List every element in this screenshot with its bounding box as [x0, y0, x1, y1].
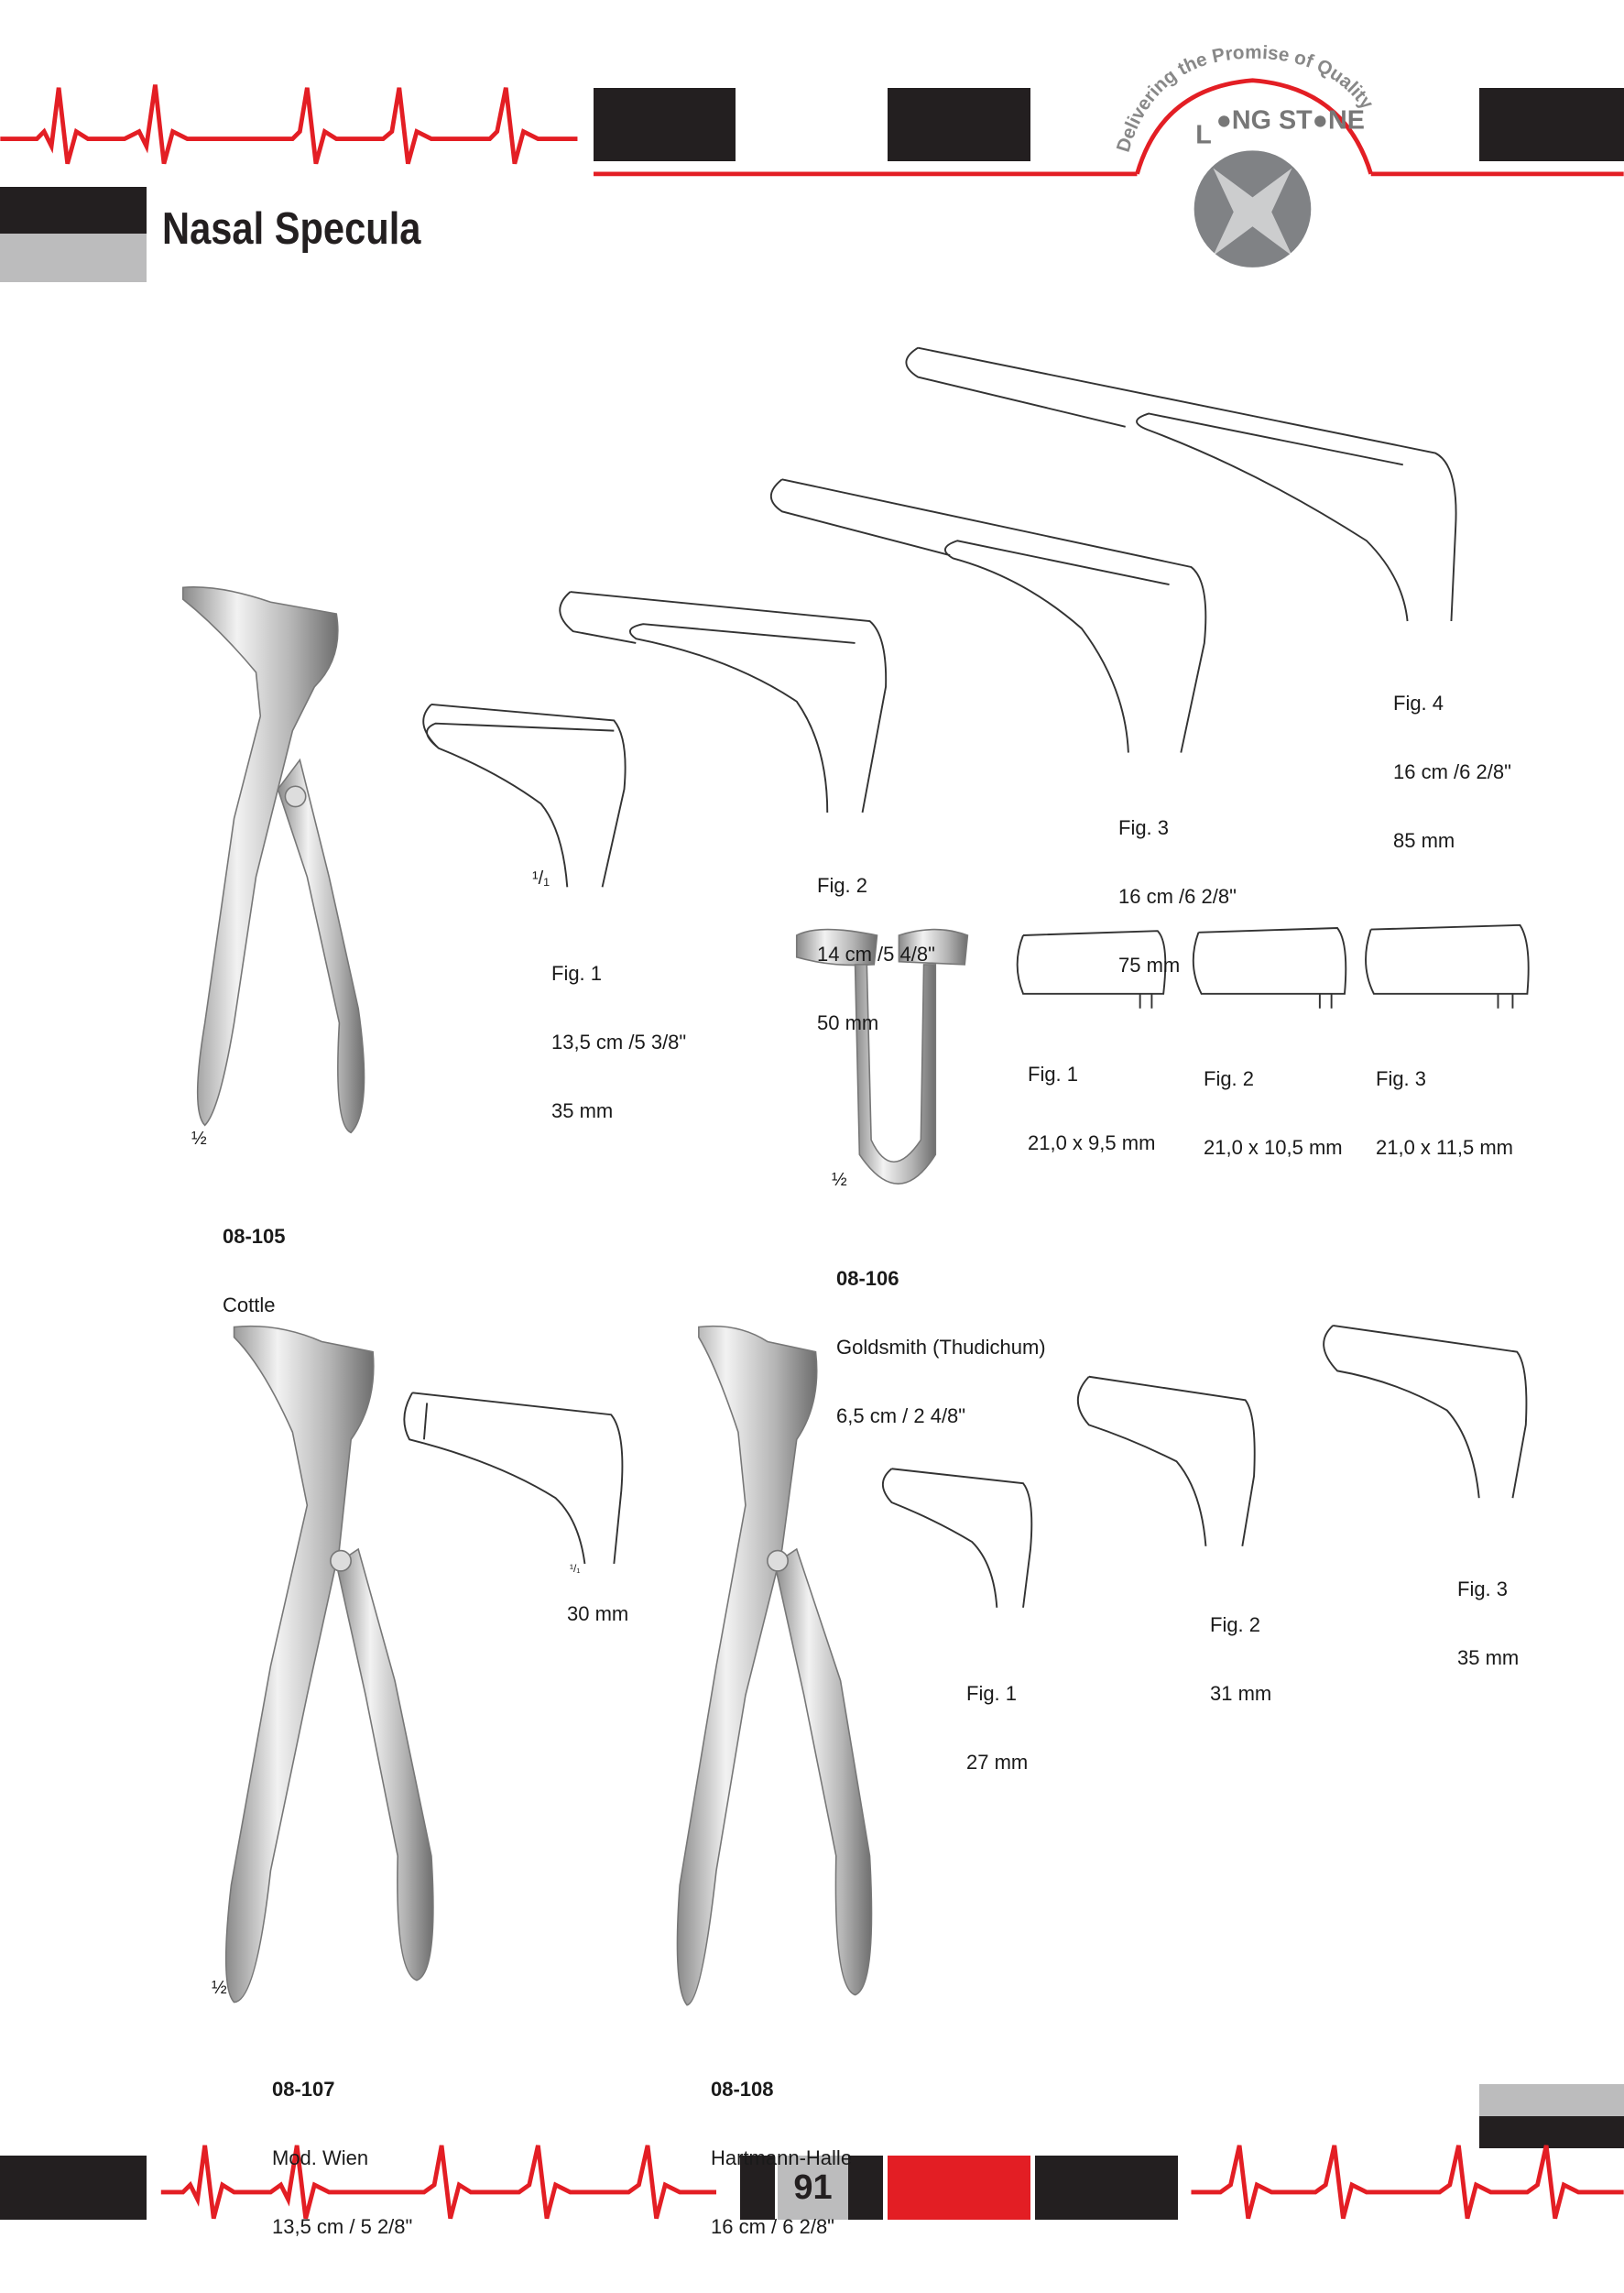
fig-label: Fig. 3	[1457, 1578, 1509, 1600]
fig-label: Fig. 3	[1376, 1067, 1427, 1090]
ecg-line-bottom	[160, 2145, 1624, 2220]
length-label: 75 mm	[1118, 954, 1181, 977]
instrument-08-107	[224, 1325, 434, 2004]
blade-08-108-fig2	[1077, 1375, 1256, 1546]
product-code: 08-107	[272, 2078, 335, 2101]
product-08-107: 08-107 Mod. Wien 13,5 cm / 5 2/8"	[272, 2032, 412, 2261]
title-bar-gray	[0, 234, 147, 282]
size-label: 21,0 x 10,5 mm	[1204, 1136, 1343, 1159]
blade-label-fig1: Fig. 1 27 mm	[966, 1636, 1028, 1796]
fig-label: Fig. 2	[817, 874, 868, 897]
footer-bar-red	[888, 2156, 1030, 2220]
scale-label: ¹/₁	[532, 868, 550, 889]
header-bar-1	[594, 88, 736, 161]
product-code: 08-105	[223, 1225, 286, 1248]
length-label: 35 mm	[551, 1099, 614, 1122]
footer-bar-b	[848, 2156, 883, 2220]
blade-08-108-fig3	[1323, 1324, 1528, 1499]
scale-label: ½	[212, 1978, 227, 1998]
instrument-08-108	[676, 1325, 873, 2006]
blade-08-106-fig2	[1192, 927, 1347, 1009]
scale-label: ¹/₁	[570, 1562, 581, 1575]
size-label: 14 cm /5 4/8"	[817, 943, 935, 966]
length-label: 50 mm	[817, 1011, 879, 1034]
fig-label: Fig. 4	[1393, 692, 1444, 715]
blade-label-fig1: Fig. 1 13,5 cm /5 3/8" 35 mm	[551, 916, 686, 1145]
product-name: Goldsmith (Thudichum)	[836, 1336, 1046, 1359]
fig-label: Fig. 2	[1210, 1613, 1261, 1636]
logo-arch	[1135, 78, 1373, 175]
blade-length: 30 mm	[567, 1602, 629, 1625]
product-size: 13,5 cm / 5 2/8"	[272, 2215, 413, 2238]
blade-label-fig4: Fig. 4 16 cm /6 2/8" 85 mm	[1393, 646, 1511, 875]
scale-label: ½	[191, 1129, 207, 1149]
size-label: 21,0 x 11,5 mm	[1376, 1136, 1513, 1159]
length-label: 27 mm	[966, 1751, 1029, 1774]
footer-bar-a	[740, 2156, 775, 2220]
blade-08-108-fig1	[881, 1468, 1033, 1608]
blade-08-105-fig4	[905, 346, 1457, 622]
instrument-08-105	[181, 586, 365, 1134]
footer-bar-c	[1035, 2156, 1178, 2220]
page-title: Nasal Specula	[162, 204, 421, 254]
blade-label-fig1: Fig. 1 21,0 x 9,5 mm	[1028, 1017, 1155, 1177]
footer-bar-left	[0, 2156, 147, 2220]
product-name: Hartmann-Halle	[711, 2146, 853, 2169]
size-label: 16 cm /6 2/8"	[1118, 885, 1237, 908]
product-size: 6,5 cm / 2 4/8"	[836, 1404, 966, 1427]
ecg-line-top	[0, 84, 578, 165]
product-08-106: 08-106 Goldsmith (Thudichum) 6,5 cm / 2 …	[836, 1221, 1046, 1450]
fig-label: Fig. 1	[551, 962, 603, 985]
product-name: Cottle	[223, 1294, 276, 1316]
size-label: 13,5 cm /5 3/8"	[551, 1031, 687, 1054]
product-08-108: 08-108 Hartmann-Halle 16 cm / 6 2/8"	[711, 2032, 852, 2261]
blade-08-105-fig1	[422, 703, 627, 888]
product-size: 16 cm / 6 2/8"	[711, 2215, 834, 2238]
blade-08-105-fig2	[559, 591, 888, 813]
blade-08-106-fig1	[1016, 930, 1167, 1009]
size-label: 16 cm /6 2/8"	[1393, 760, 1511, 783]
blade-label-fig2: Fig. 2 31 mm	[1210, 1567, 1271, 1728]
fig-label: Fig. 3	[1118, 816, 1170, 839]
instrument-08-106	[795, 928, 969, 1185]
size-label: 21,0 x 9,5 mm	[1028, 1131, 1156, 1154]
blade-label-fig3: Fig. 3 21,0 x 11,5 mm	[1376, 1021, 1513, 1182]
header-bar-2	[888, 88, 1030, 161]
product-code: 08-108	[711, 2078, 774, 2101]
blade-08-105-fig3	[769, 478, 1207, 753]
logo: Delivering the Promise of Quality L ●NG …	[1113, 42, 1378, 268]
product-08-105: 08-105 Cottle	[223, 1179, 286, 1339]
length-label: 35 mm	[1457, 1646, 1520, 1669]
blade-label-fig3: Fig. 3 35 mm	[1457, 1532, 1519, 1692]
blade-label-fig2: Fig. 2 21,0 x 10,5 mm	[1204, 1021, 1343, 1182]
blade-08-106-fig3	[1365, 923, 1530, 1009]
length-label: 31 mm	[1210, 1682, 1272, 1705]
fig-label: Fig. 1	[966, 1682, 1018, 1705]
svg-text:●NG ST●NE: ●NG ST●NE	[1216, 105, 1365, 135]
fig-label: Fig. 2	[1204, 1067, 1255, 1090]
header-bar-3	[1479, 88, 1624, 161]
page-number: 91	[778, 2156, 848, 2220]
title-bar-dark	[0, 187, 147, 234]
blade-label-fig2: Fig. 2 14 cm /5 4/8" 50 mm	[817, 828, 935, 1057]
fig-label: Fig. 1	[1028, 1063, 1079, 1086]
footer-right-gray	[1479, 2084, 1624, 2116]
footer-right-dark	[1479, 2116, 1624, 2148]
svg-text:L: L	[1195, 120, 1212, 149]
product-code: 08-106	[836, 1267, 899, 1290]
scale-label: ½	[832, 1170, 847, 1190]
blade-label-fig3: Fig. 3 16 cm /6 2/8" 75 mm	[1118, 770, 1237, 999]
product-name: Mod. Wien	[272, 2146, 369, 2169]
length-label: 85 mm	[1393, 829, 1455, 852]
blade-08-107	[403, 1392, 624, 1565]
